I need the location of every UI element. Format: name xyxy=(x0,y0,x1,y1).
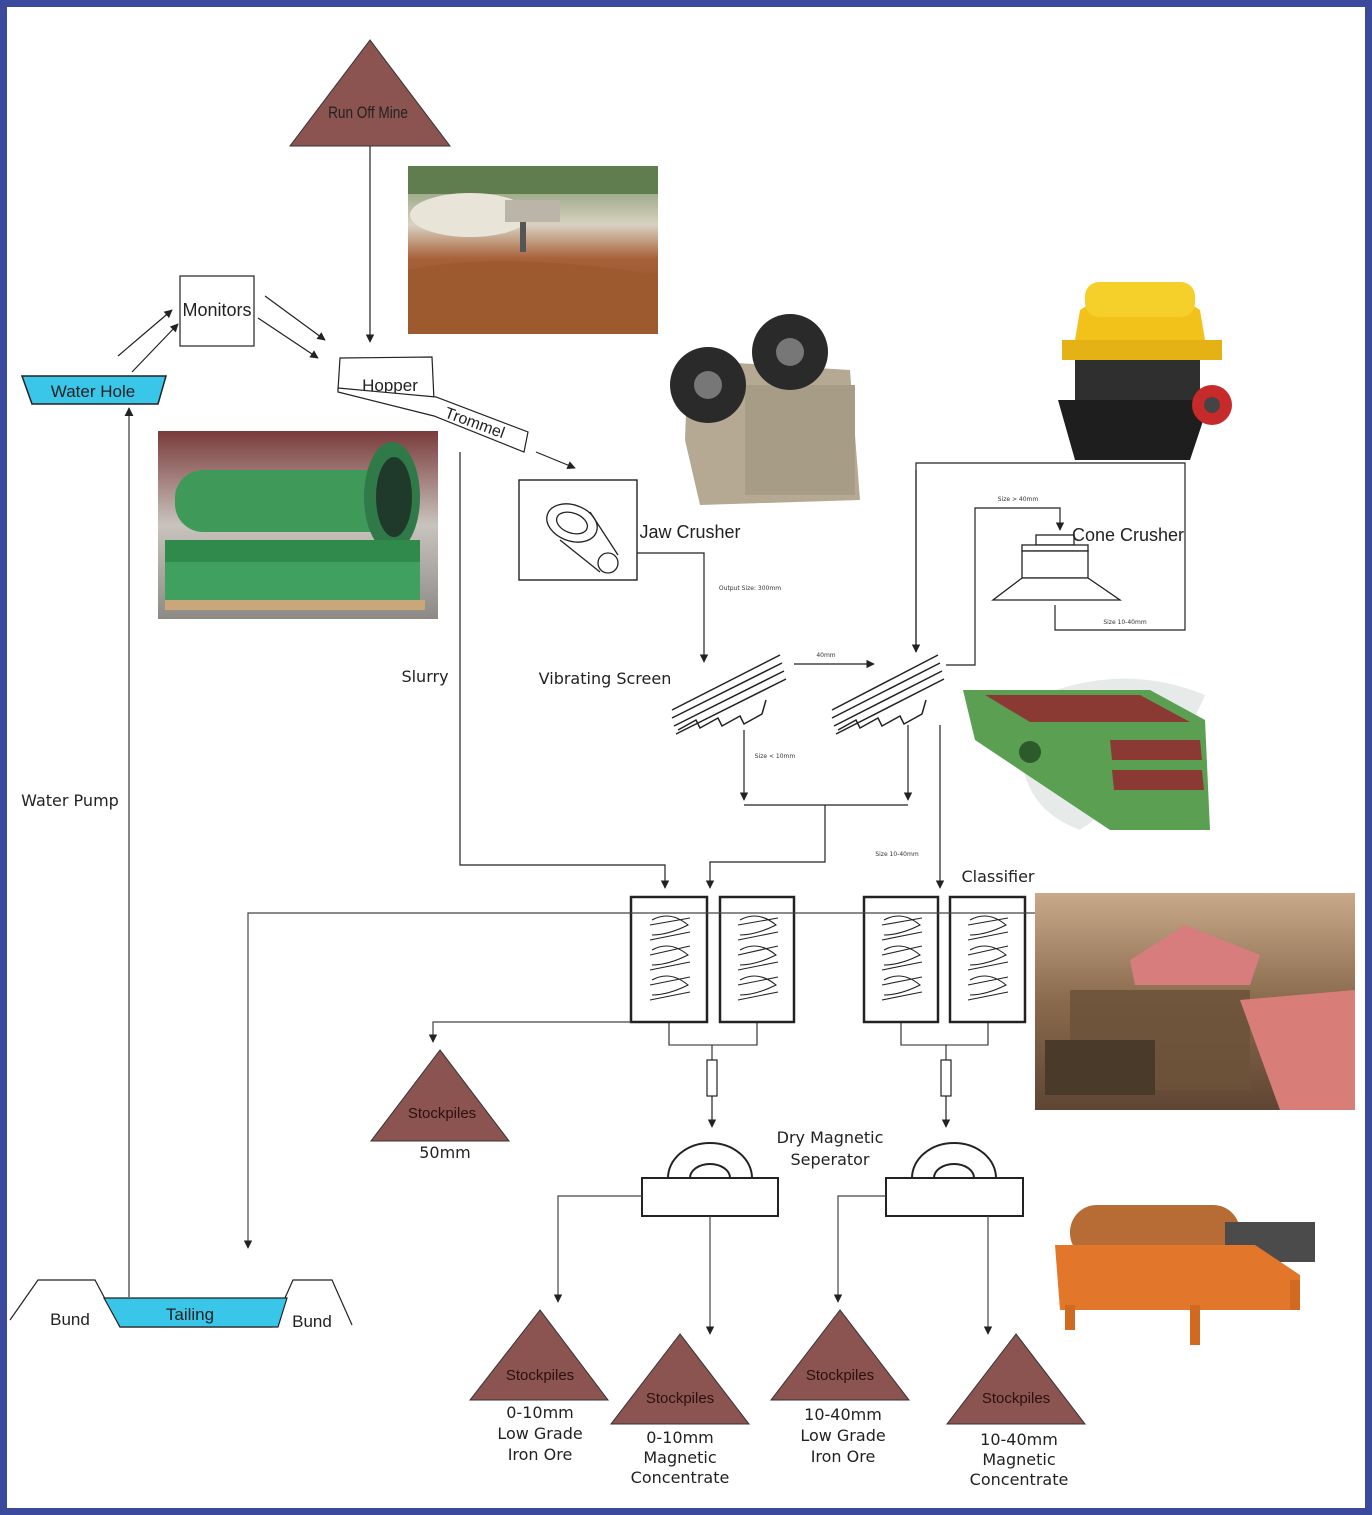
classifier-plant-photo xyxy=(1035,893,1355,1110)
water-pump-label: Water Pump xyxy=(21,791,119,810)
output-size-label: Output Size: 300mm xyxy=(719,585,781,592)
mine-site-photo xyxy=(408,166,658,334)
stockpile-label: Stockpiles xyxy=(506,1367,574,1384)
tailing-pond xyxy=(9,1279,353,1328)
water-hole xyxy=(20,375,167,405)
stockpile-label: Stockpiles xyxy=(646,1390,714,1407)
classifier-group-2 xyxy=(862,895,1027,1024)
stockpile-10-40-magnetic: Stockpiles 10-40mm Magnetic Concentrate xyxy=(945,1333,1087,1489)
trommel-shape xyxy=(337,387,529,453)
stockpile-caption: 10-40mm xyxy=(804,1405,882,1424)
water-hole-label: Water Hole xyxy=(51,382,135,401)
dry-magnetic-separator-2 xyxy=(885,1142,1024,1217)
size-10-40-label: Size 10-40mm xyxy=(875,851,919,858)
magnetic-separator-photo xyxy=(1055,1205,1315,1345)
cone-size-out-label: Size 10-40mm xyxy=(1103,619,1147,626)
dry-magnetic-separator-label-1: Dry Magnetic xyxy=(777,1128,884,1147)
screen-40mm-label: 40mm xyxy=(816,652,835,659)
stockpile-caption: Low Grade xyxy=(497,1424,582,1443)
monitors-box xyxy=(179,275,255,347)
stockpile-caption: Low Grade xyxy=(800,1426,885,1445)
cone-crusher-icon xyxy=(991,534,1123,601)
vibrating-screen-label: Vibrating Screen xyxy=(539,669,672,688)
vibrating-screen-1 xyxy=(671,654,787,735)
jaw-crusher-box xyxy=(518,479,638,581)
stockpile-caption: Magnetic xyxy=(643,1448,716,1467)
classifier-label: Classifier xyxy=(961,867,1034,886)
cone-crusher-label: Cone Crusher xyxy=(1072,525,1184,545)
jaw-crusher-icon xyxy=(546,503,619,574)
stockpile-50mm: Stockpiles 50mm xyxy=(369,1049,511,1162)
dry-magnetic-separator-label-2: Seperator xyxy=(790,1150,869,1169)
slurry-label: Slurry xyxy=(401,667,448,686)
tailing-label: Tailing xyxy=(166,1305,214,1324)
stockpile-caption: Iron Ore xyxy=(811,1447,876,1466)
bund-right-label: Bund xyxy=(292,1312,332,1331)
jaw-crusher-label: Jaw Crusher xyxy=(639,522,740,542)
cone-size-40-label: Size > 40mm xyxy=(998,496,1039,503)
stockpile-caption: Concentrate xyxy=(970,1470,1069,1489)
stockpile-caption: Magnetic xyxy=(982,1450,1055,1469)
stockpile-10-40-low-grade: Stockpiles 10-40mm Low Grade Iron Ore xyxy=(769,1309,911,1466)
hopper-label: Hopper xyxy=(362,376,418,395)
size-under-10-label: Size < 10mm xyxy=(755,753,796,760)
stockpile-label: Stockpiles xyxy=(806,1367,874,1384)
stockpile-0-10-magnetic: Stockpiles 0-10mm Magnetic Concentrate xyxy=(609,1333,751,1487)
jaw-crusher-photo xyxy=(670,314,860,505)
stockpile-caption: Iron Ore xyxy=(508,1445,573,1464)
classifier-group-1 xyxy=(629,895,796,1024)
vibrating-screen-photo xyxy=(963,678,1210,830)
bund-left-label: Bund xyxy=(50,1310,90,1329)
vibrating-screen-2 xyxy=(831,654,945,735)
trommel-photo xyxy=(158,431,438,619)
run-off-mine-stockpile xyxy=(288,39,452,147)
trommel-label: Trommel xyxy=(442,405,507,442)
stockpile-caption: 10-40mm xyxy=(980,1430,1058,1449)
stockpile-caption: Concentrate xyxy=(631,1468,730,1487)
dry-magnetic-separator-1 xyxy=(641,1142,779,1217)
run-off-mine-label: Run Off Mine xyxy=(328,104,408,123)
stockpile-label: Stockpiles xyxy=(408,1105,476,1122)
cone-crusher-photo xyxy=(1058,282,1232,460)
stockpile-caption: 50mm xyxy=(419,1143,471,1162)
stockpile-caption: 0-10mm xyxy=(646,1428,713,1447)
stockpile-label: Stockpiles xyxy=(982,1390,1050,1407)
monitors-label: Monitors xyxy=(182,300,251,320)
stockpile-0-10-low-grade: Stockpiles 0-10mm Low Grade Iron Ore xyxy=(468,1309,610,1464)
stockpile-caption: 0-10mm xyxy=(506,1403,573,1422)
